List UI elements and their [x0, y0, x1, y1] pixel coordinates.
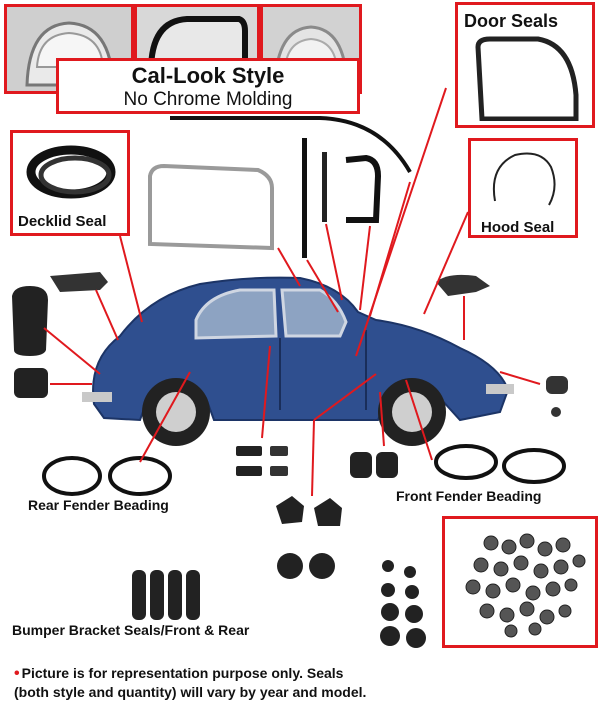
hood-seal-label: Hood Seal — [481, 219, 555, 236]
title-cal-look: Cal-Look Style — [131, 63, 285, 88]
decklid-seal-icon — [26, 145, 116, 199]
representation-note: •Picture is for representation purpose o… — [14, 664, 374, 701]
decklid-seal-box: Decklid Seal — [10, 130, 130, 236]
quarter-frame — [148, 163, 274, 251]
bumper-bracket-seals-label: Bumper Bracket Seals/Front & Rear — [12, 622, 250, 638]
hood-seal-icon — [493, 152, 556, 206]
grommet-seal-2 — [314, 498, 342, 526]
vent-seal-long — [302, 138, 307, 258]
front-beading-coil-2 — [502, 448, 566, 484]
vent-frame-seal — [345, 154, 382, 223]
subtitle-no-chrome: No Chrome Molding — [123, 89, 293, 110]
hood-handle — [436, 274, 490, 296]
note-text: Picture is for representation purpose on… — [14, 665, 367, 700]
rear-beading-coil-2 — [108, 456, 172, 496]
rear-fender-beading-label: Rear Fender Beading — [28, 497, 169, 513]
seal-clips-icon — [465, 533, 586, 638]
bracket-seal-3 — [168, 570, 182, 620]
tail-light-seal — [12, 286, 48, 356]
lock-seal-2 — [376, 452, 398, 478]
door-handle-seal-2 — [236, 466, 262, 476]
hinge-bracket — [50, 272, 108, 292]
note-bullet: • — [14, 665, 20, 682]
round-plug-1 — [277, 553, 303, 579]
clips-box — [442, 516, 598, 648]
vent-seal-short — [322, 152, 327, 222]
window-channel-seal — [170, 116, 412, 174]
cal-look-title-box: Cal-Look Style No Chrome Molding — [56, 58, 360, 114]
rear-beading-coil-1 — [42, 456, 102, 496]
beetle-car — [82, 276, 514, 446]
grommet-seal-1 — [276, 496, 304, 524]
lock-seal — [350, 452, 372, 478]
bracket-seal-2 — [150, 570, 164, 620]
door-seals-box: Door Seals — [455, 2, 595, 128]
callout-lines — [43, 87, 541, 497]
tail-light-seal-small — [14, 368, 48, 398]
round-plug-2 — [309, 553, 335, 579]
thumb-frame-1 — [4, 4, 134, 94]
door-handle-seal — [236, 446, 262, 456]
bracket-seal-1 — [132, 570, 146, 620]
door-seals-label: Door Seals — [464, 11, 559, 31]
bracket-seal-4 — [186, 570, 200, 620]
front-fender-beading-label: Front Fender Beading — [396, 488, 542, 504]
decklid-seal-label: Decklid Seal — [18, 213, 107, 230]
front-beading-coil-1 — [434, 444, 498, 480]
door-seal-icon — [475, 36, 579, 121]
hood-seal-box: Hood Seal — [468, 138, 578, 238]
body-plugs — [380, 560, 426, 648]
